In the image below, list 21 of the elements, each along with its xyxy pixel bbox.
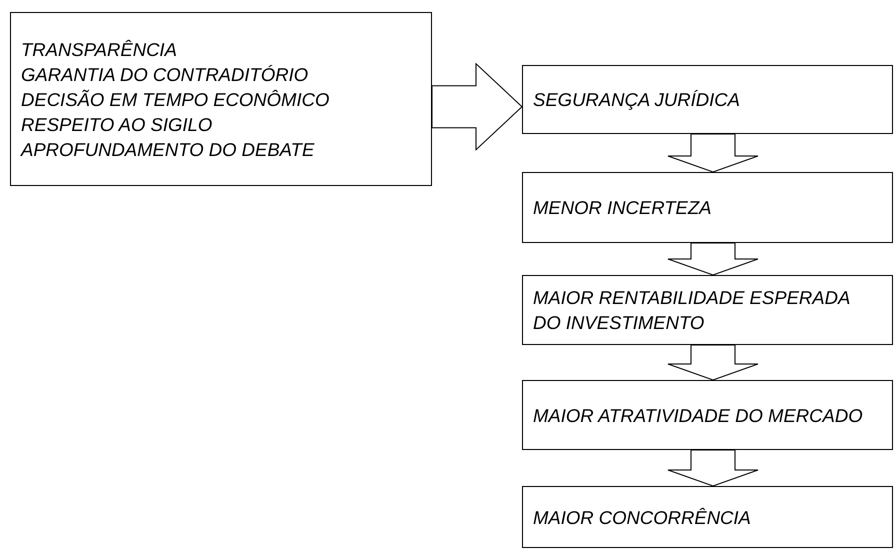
block-arrow xyxy=(668,242,758,276)
box-text: APROFUNDAMENTO DO DEBATE xyxy=(21,138,316,162)
process-box xyxy=(10,12,432,186)
box-text: MENOR INCERTEZA xyxy=(533,196,713,220)
process-box xyxy=(522,486,893,548)
block-arrow xyxy=(432,62,523,151)
block-arrow xyxy=(668,344,758,381)
process-box xyxy=(522,172,893,243)
block-arrow xyxy=(668,450,758,487)
box-text: TRANSPARÊNCIA xyxy=(21,38,178,62)
box-text: GARANTIA DO CONTRADITÓRIO xyxy=(21,62,310,86)
box-text: MAIOR CONCORRÊNCIA xyxy=(533,506,752,530)
box-text: RESPEITO AO SIGILO xyxy=(21,112,214,136)
box-text: MAIOR RENTABILIDADE ESPERADA DO INVESTIMENTO xyxy=(533,286,851,335)
process-box xyxy=(522,380,893,450)
box-text: SEGURANÇA JURÍDICA xyxy=(533,88,741,112)
process-box xyxy=(522,275,893,345)
process-box xyxy=(522,65,893,134)
box-text: MAIOR ATRATIVIDADE DO MERCADO xyxy=(533,404,864,428)
block-arrow xyxy=(668,134,758,173)
box-text: DECISÃO EM TEMPO ECONÔMICO xyxy=(21,88,330,112)
